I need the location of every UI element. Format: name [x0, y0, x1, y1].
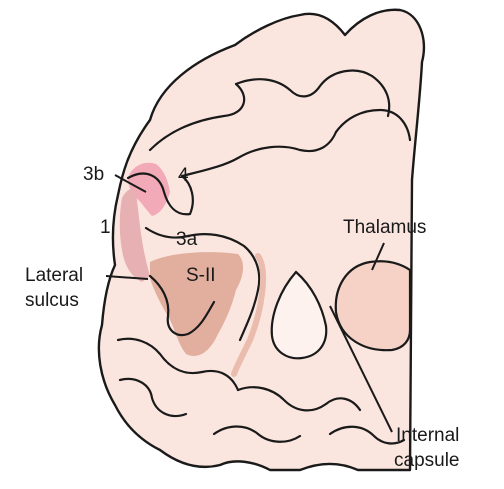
label-3b: 3b: [83, 164, 104, 185]
label-4: 4: [178, 165, 189, 186]
label-s2: S-II: [186, 265, 216, 286]
label-1: 1: [100, 217, 111, 238]
label-3a: 3a: [176, 229, 198, 250]
label-lateral-sulcus-line1: Lateral: [25, 265, 83, 286]
label-internal-capsule-line2: capsule: [394, 450, 460, 471]
label-thalamus: Thalamus: [343, 217, 426, 238]
label-internal-capsule-line1: Internal: [396, 425, 459, 446]
label-lateral-sulcus-line2: sulcus: [25, 290, 79, 311]
